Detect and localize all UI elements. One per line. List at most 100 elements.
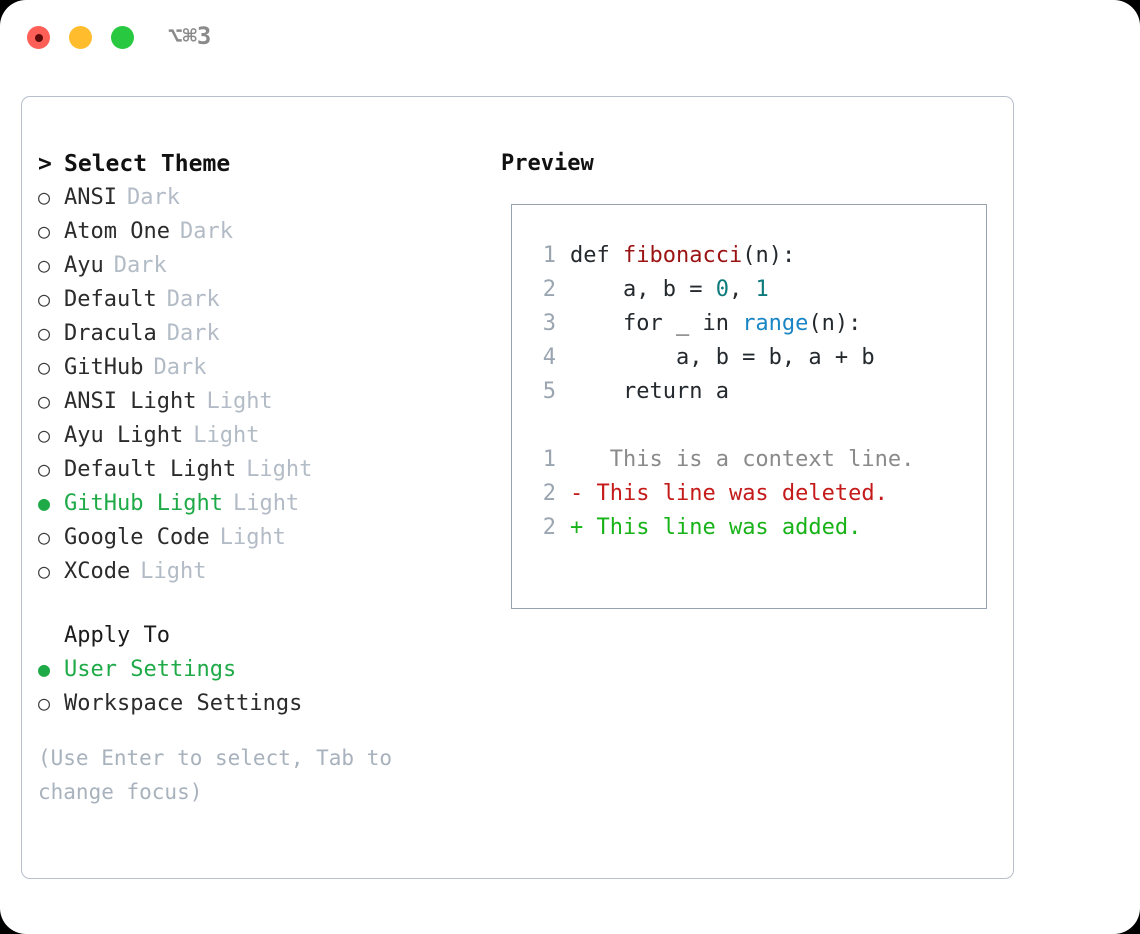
theme-name-label: ANSI Light [64, 389, 197, 414]
line-number: 2 [542, 515, 556, 540]
radio-unselected-icon: ○ [38, 321, 51, 345]
keyboard-shortcut-label: ⌥⌘3 [168, 22, 212, 50]
theme-variant-tag: Dark [166, 321, 220, 346]
code-line-text: return a [570, 379, 729, 404]
title-bar: ⌥⌘3 [0, 0, 1140, 78]
radio-unselected-icon: ○ [38, 287, 51, 311]
radio-unselected-icon: ○ [38, 559, 51, 583]
code-token: range [742, 311, 809, 336]
theme-variant-tag: Light [232, 491, 300, 516]
line-number: 2 [542, 277, 556, 302]
close-button-icon[interactable] [27, 26, 50, 49]
theme-name-label: ANSI [64, 185, 117, 210]
radio-unselected-icon: ○ [38, 525, 51, 549]
code-token: 0 [715, 277, 729, 302]
code-token: a, b = [570, 277, 716, 302]
apply-to-label: Workspace Settings [64, 691, 303, 716]
apply-to-option[interactable]: ○ Workspace Settings [38, 691, 488, 725]
theme-list-item[interactable]: ● GitHub Light Light [38, 491, 488, 525]
select-theme-header: > Select Theme [38, 151, 488, 185]
radio-selected-icon: ● [38, 491, 51, 515]
maximize-button-icon[interactable] [111, 26, 134, 49]
page-title: Select Theme [64, 151, 231, 177]
radio-unselected-icon: ○ [38, 389, 51, 413]
radio-unselected-icon: ○ [38, 691, 51, 715]
minimize-button-icon[interactable] [69, 26, 92, 49]
code-line: 2 a, b = 0, 1 [522, 277, 986, 311]
theme-list-item[interactable]: ○ Default Light Light [38, 457, 488, 491]
theme-variant-tag: Dark [126, 185, 180, 210]
theme-list-item[interactable]: ○ Ayu Dark [38, 253, 488, 287]
theme-variant-tag: Light [140, 559, 207, 584]
code-line-text: for _ in range(n): [570, 311, 861, 336]
theme-list-item[interactable]: ○ ANSI Light Light [38, 389, 488, 423]
code-line-text: a, b = b, a + b [570, 345, 875, 370]
diff-line: 2+ This line was added. [522, 515, 986, 549]
theme-name-label: XCode [64, 559, 131, 584]
code-token: (n): [808, 311, 862, 336]
code-token: 1 [755, 277, 769, 302]
code-token: def [570, 243, 623, 268]
apply-to-header: Apply To [38, 623, 488, 657]
theme-variant-tag: Dark [113, 253, 167, 278]
radio-unselected-icon: ○ [38, 355, 51, 379]
code-token: (n): [742, 243, 796, 268]
diff-marker: - [570, 481, 584, 506]
theme-name-label: GitHub Light [64, 491, 223, 516]
code-token: for _ in [570, 311, 743, 336]
apply-to-label: User Settings [64, 657, 237, 682]
radio-unselected-icon: ○ [38, 423, 51, 447]
preview-column: Preview [501, 151, 594, 176]
line-number: 2 [542, 481, 556, 506]
diff-sample: 1 This is a context line.2- This line wa… [522, 447, 986, 549]
theme-name-label: Default Light [64, 457, 237, 482]
theme-list-item[interactable]: ○ XCode Light [38, 559, 488, 593]
theme-variant-tag: Dark [153, 355, 207, 380]
theme-name-label: Ayu [64, 253, 104, 278]
radio-unselected-icon: ○ [38, 185, 51, 209]
preview-title: Preview [501, 151, 594, 176]
diff-marker: + [570, 515, 584, 540]
theme-list-item[interactable]: ○ Dracula Dark [38, 321, 488, 355]
recording-dot-icon [34, 33, 43, 42]
theme-name-label: GitHub [64, 355, 144, 380]
theme-name-label: Ayu Light [64, 423, 184, 448]
theme-variant-tag: Light [193, 423, 260, 448]
theme-variant-tag: Light [206, 389, 273, 414]
line-number: 1 [542, 243, 556, 268]
code-token: , [728, 277, 756, 302]
code-line: 3 for _ in range(n): [522, 311, 986, 345]
theme-list-item[interactable]: ○ Atom One Dark [38, 219, 488, 253]
theme-list-item[interactable]: ○ Ayu Light Light [38, 423, 488, 457]
radio-unselected-icon: ○ [38, 219, 51, 243]
theme-variant-tag: Dark [179, 219, 233, 244]
code-line: 5 return a [522, 379, 986, 413]
theme-variant-tag: Light [246, 457, 313, 482]
theme-name-label: Dracula [64, 321, 157, 346]
code-token: return a [570, 379, 729, 404]
theme-name-label: Atom One [64, 219, 170, 244]
radio-unselected-icon: ○ [38, 253, 51, 277]
apply-to-list: ●User Settings○ Workspace Settings [38, 657, 488, 725]
theme-list-item[interactable]: ○ ANSI Dark [38, 185, 488, 219]
theme-name-label: Google Code [64, 525, 210, 550]
theme-list-item[interactable]: ○ GitHub Dark [38, 355, 488, 389]
code-line-text: a, b = 0, 1 [570, 277, 769, 302]
diff-line-text: This line was deleted. [583, 481, 888, 506]
diff-marker [570, 447, 583, 472]
code-diff-separator [522, 413, 986, 447]
radio-unselected-icon: ○ [38, 457, 51, 481]
apply-to-option[interactable]: ●User Settings [38, 657, 488, 691]
prompt-marker-icon: > [38, 151, 52, 177]
line-number: 5 [542, 379, 556, 404]
theme-variant-tag: Dark [166, 287, 220, 312]
